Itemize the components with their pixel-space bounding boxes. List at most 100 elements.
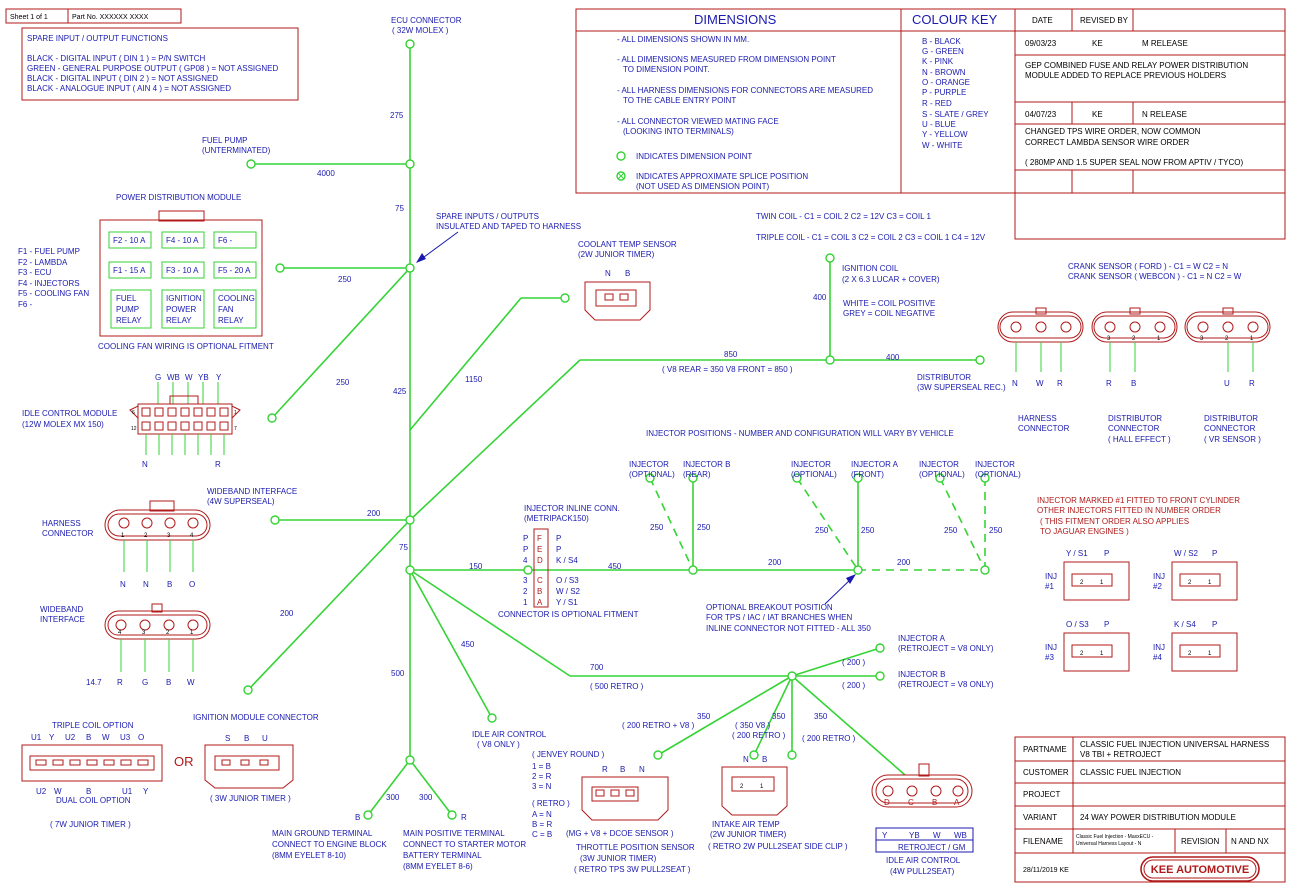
idle-air-control-connector: D C B A Y YB W WB RETROJECT / GM IDLE AI…: [871, 763, 974, 876]
dim-label: ( 500 RETRO ): [590, 682, 644, 691]
dim-label: 250: [944, 526, 958, 535]
connector-title: HARNESS: [1018, 414, 1057, 423]
idle-pin-number: 12: [131, 426, 137, 432]
dim-note: (LOOKING INTO TERMINALS): [623, 127, 734, 136]
idle-pin-number: 1: [234, 410, 237, 416]
injector-label: INJECTOR A: [851, 460, 899, 469]
dim-point: [560, 293, 570, 303]
colour-key-item: N - BROWN: [922, 68, 966, 77]
inj-wire: P: [1104, 620, 1109, 629]
jenvey-line: C = B: [532, 830, 552, 839]
tps-pin: N: [639, 765, 645, 774]
inline-pin: P: [523, 534, 528, 543]
pdm-title: POWER DISTRIBUTION MODULE: [116, 193, 241, 202]
pdm-note: COOLING FAN WIRING IS OPTIONAL FITMENT: [98, 342, 274, 351]
svg-text:2: 2: [740, 784, 744, 790]
fuse-list-item: F2 - LAMBDA: [18, 258, 68, 267]
svg-text:1: 1: [1100, 651, 1104, 657]
fuel-pump-sub: (UNTERMINATED): [202, 146, 271, 155]
coolant-pin: B: [625, 269, 630, 278]
fuse-list-item: F4 - INJECTORS: [18, 279, 80, 288]
dim-label: 250: [336, 378, 350, 387]
red-note-line: ( THIS FITMENT ORDER ALSO APPLIES: [1040, 517, 1189, 526]
coolant-label: COOLANT TEMP SENSOR: [578, 240, 677, 249]
iac-pin: A: [954, 798, 960, 807]
colour-key-item: K - PINK: [922, 57, 954, 66]
svg-text:1: 1: [1100, 580, 1104, 586]
wire-code: B: [167, 580, 172, 589]
positive-label: CONNECT TO STARTER MOTOR: [403, 840, 526, 849]
colour-key-item: W - WHITE: [922, 141, 962, 150]
coil-note: GREY = COIL NEGATIVE: [843, 309, 935, 318]
iac-retroject: RETROJECT / GM: [898, 843, 966, 852]
idle-pin-number: 7: [234, 426, 237, 432]
dim-point: [853, 565, 863, 575]
injector-a-sub: (RETROJECT = V8 ONLY): [898, 644, 994, 653]
iac-pin: B: [932, 798, 937, 807]
variant-value: 24 WAY POWER DISTRIBUTION MODULE: [1080, 813, 1236, 822]
ign-module-type: ( 3W JUNIOR TIMER ): [210, 794, 291, 803]
injector-label: INJECTOR B: [683, 460, 730, 469]
idle-wire: YB: [198, 373, 209, 382]
dim-point: [523, 565, 533, 575]
wire-code: N: [143, 580, 149, 589]
relay-label: RELAY: [116, 316, 142, 325]
coil-wire: B: [86, 787, 91, 796]
wire-code: B: [166, 678, 171, 687]
dim-note: - ALL DIMENSIONS MEASURED FROM DIMENSION…: [617, 55, 836, 64]
svg-text:2: 2: [1188, 580, 1192, 586]
dim-label: 500: [391, 669, 405, 678]
part-number: Part No. XXXXXX XXXX: [72, 14, 149, 21]
coolant-temp-sensor: COOLANT TEMP SENSOR (2W JUNIOR TIMER) N …: [578, 240, 677, 321]
project-label: PROJECT: [1023, 790, 1060, 799]
dim-label: 850: [724, 350, 738, 359]
positive-wire: R: [461, 813, 467, 822]
fuse-list-item: F3 - ECU: [18, 268, 52, 277]
rev-by: KE: [1092, 39, 1103, 48]
iac-wire: Y: [882, 831, 888, 840]
rev-date: 09/03/23: [1025, 39, 1057, 48]
spare-io-line: GREEN - GENERAL PURPOSE OUTPUT ( GP08 ) …: [27, 64, 278, 73]
iac-sub: (4W PULL2SEAT): [890, 867, 955, 876]
dim-point: [787, 750, 797, 760]
relay-label: FAN: [218, 305, 234, 314]
dim-label: 250: [697, 523, 711, 532]
fuel-pump-label: FUEL PUMP: [202, 136, 248, 145]
dim-label: 200: [768, 558, 782, 567]
breakout-arrow-icon: [824, 574, 856, 605]
idle-wire: Y: [216, 373, 222, 382]
inj-wire: P: [1212, 549, 1217, 558]
inj-wire: P: [1212, 620, 1217, 629]
dim-label: 200: [897, 558, 911, 567]
dim-point: [875, 671, 885, 681]
idle-pin-number: 6: [132, 410, 135, 416]
wideband-interface-sub: (4W SUPERSEAL): [207, 497, 275, 506]
inline-pin: 1: [523, 598, 528, 607]
rev-note: MODULE ADDED TO REPLACE PREVIOUS HOLDERS: [1025, 71, 1226, 80]
spare-io-line: BLACK - DIGITAL INPUT ( DIN 1 ) = P/N SW…: [27, 54, 206, 63]
injector-label: INJECTOR: [791, 460, 831, 469]
inline-pin: W / S2: [556, 587, 581, 596]
idle-control-module: G WB W YB Y 6 12 1 7 N R IDLE CONTROL MO…: [22, 373, 241, 469]
rev-desc: N RELEASE: [1142, 110, 1187, 119]
relay-label: COOLING: [218, 294, 255, 303]
svg-text:1: 1: [760, 784, 764, 790]
dim-label: 300: [419, 793, 433, 802]
injector-label: (OPTIONAL): [919, 470, 965, 479]
inline-pin: K / S4: [556, 556, 578, 565]
jenvey-line: ( JENVEY ROUND ): [532, 750, 605, 759]
connector-title: ( HALL EFFECT ): [1108, 435, 1171, 444]
injector-note: INJECTOR POSITIONS - NUMBER AND CONFIGUR…: [646, 429, 954, 438]
dimensions-title: DIMENSIONS: [694, 12, 777, 27]
rev-note: ( 280MP AND 1.5 SUPER SEAL NOW FROM APTI…: [1025, 158, 1243, 167]
dim-point: [787, 671, 797, 681]
wire-code: U: [1224, 379, 1230, 388]
dim-point: [243, 685, 253, 695]
revision-label: REVISION: [1181, 837, 1219, 846]
dim-label: 350: [697, 712, 711, 721]
company-name: KEE AUTOMOTIVE: [1151, 864, 1249, 876]
iat-pin: N: [743, 755, 749, 764]
inj-wire: W / S2: [1174, 549, 1199, 558]
crank-note: CRANK SENSOR ( FORD ) - C1 = W C2 = N: [1068, 262, 1228, 271]
iac-pin: C: [908, 798, 914, 807]
